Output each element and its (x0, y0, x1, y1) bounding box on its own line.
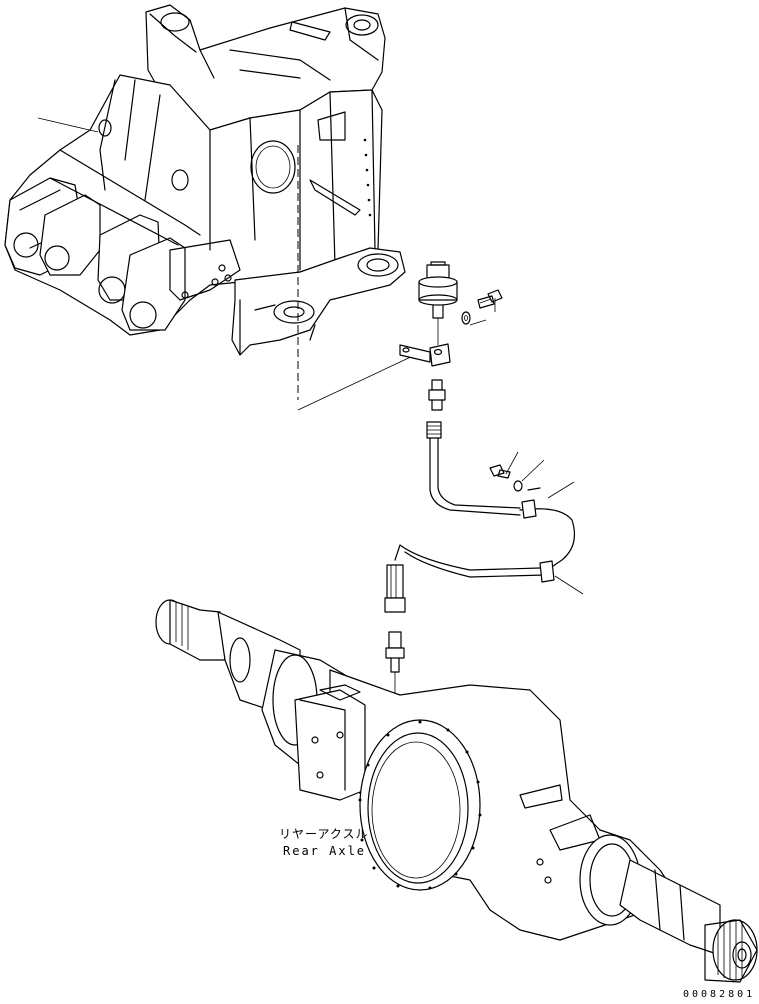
sensor-icon (418, 261, 458, 319)
reference-line (297, 354, 416, 411)
flange-bolts (358, 720, 482, 890)
clamp-bolt-icon (489, 464, 523, 492)
drawing-number: 00082801 (683, 989, 756, 1000)
clamp-icon (521, 487, 555, 583)
rear-axle-housing-icon (155, 599, 758, 983)
elbow-fitting-icon (428, 379, 446, 411)
rear-axle-label-jp: リヤーアクスル (279, 827, 369, 841)
leader-clamp (505, 451, 584, 595)
bolt-icon (477, 289, 503, 309)
rear-axle-label-en: Rear Axle (283, 844, 367, 858)
breather-icon (385, 631, 405, 673)
washer-icon (461, 311, 471, 325)
rivet-holes (363, 138, 372, 217)
leader-washer (469, 298, 496, 326)
frame-icon (4, 4, 406, 356)
hose-icon (384, 421, 575, 613)
bracket-icon (399, 343, 451, 367)
